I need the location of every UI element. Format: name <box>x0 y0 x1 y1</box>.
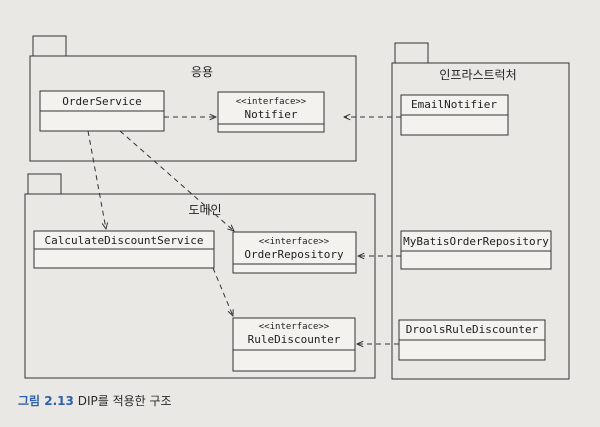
package-title: 응용 <box>191 65 213 79</box>
package-tab <box>394 42 429 64</box>
package-infrastructure: 인프라스트럭처 <box>391 42 570 380</box>
class-rule-discounter: <<interface>> RuleDiscounter <box>232 317 356 372</box>
stereotype: <<interface>> <box>259 237 330 247</box>
stereotype: <<interface>> <box>236 97 307 107</box>
class-name: MyBatisOrderRepository <box>403 235 549 248</box>
class-notifier: <<interface>> Notifier <box>217 91 325 133</box>
figure-label: 그림 2.13 <box>18 394 74 408</box>
class-drools-rule-discounter: DroolsRuleDiscounter <box>398 319 546 361</box>
package-title: 인프라스트럭처 <box>439 68 516 82</box>
package-body <box>391 62 570 380</box>
dependency-calculatediscountservice-rulediscounter <box>212 267 233 316</box>
class-name: CalculateDiscountService <box>45 234 204 247</box>
class-order-service: OrderService <box>39 90 165 132</box>
package-domain: 도메인 <box>24 173 376 379</box>
dependency-orderservice-calculatediscountservice <box>87 130 106 229</box>
class-name: OrderRepository <box>244 248 344 261</box>
class-name: DroolsRuleDiscounter <box>406 323 539 336</box>
class-mybatis-order-repository: MyBatisOrderRepository <box>400 230 552 270</box>
class-calculate-discount-service: CalculateDiscountService <box>33 230 215 269</box>
package-tab <box>27 173 62 195</box>
dependency-orderservice-orderrepository <box>119 130 234 231</box>
package-body <box>24 193 376 379</box>
stereotype: <<interface>> <box>259 322 330 332</box>
package-application: 응용 <box>29 35 357 162</box>
class-order-repository: <<interface>> OrderRepository <box>232 231 357 274</box>
caption-text: DIP를 적용한 구조 <box>77 394 172 408</box>
package-body <box>29 55 357 162</box>
class-name: EmailNotifier <box>411 98 497 111</box>
package-title: 도메인 <box>188 203 221 217</box>
class-name: OrderService <box>62 95 141 108</box>
class-email-notifier: EmailNotifier <box>400 94 509 136</box>
class-name: Notifier <box>245 108 298 121</box>
package-tab <box>32 35 67 57</box>
figure-caption: 그림 2.13 DIP를 적용한 구조 <box>18 392 172 409</box>
class-name: RuleDiscounter <box>248 333 341 346</box>
